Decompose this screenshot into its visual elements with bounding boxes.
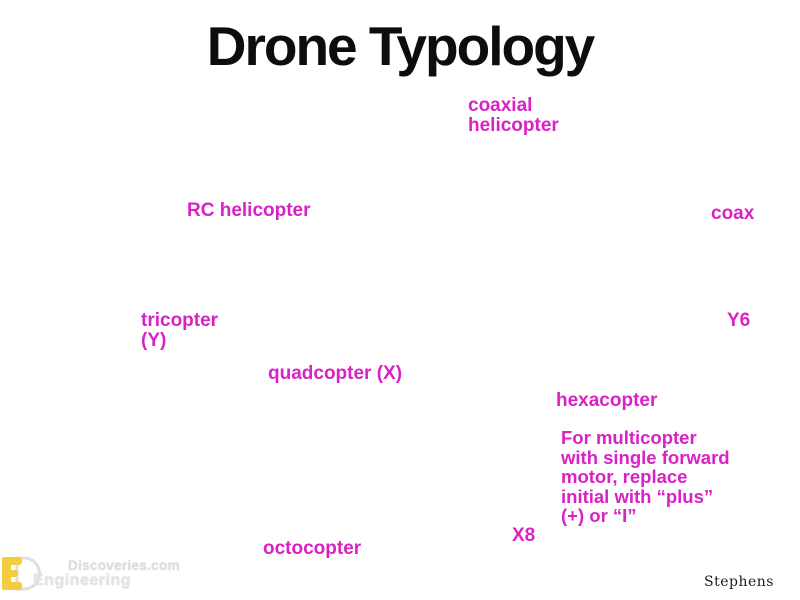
note-line: (+) or “I”	[561, 505, 637, 526]
page-title: Drone Typology	[206, 15, 596, 77]
watermark-logo-icon	[2, 556, 41, 591]
label-y6: Y6	[727, 310, 751, 331]
label-coaxial-helicopter: coaxial helicopter	[468, 95, 559, 136]
watermark: Discoveries.com Engineering	[0, 552, 200, 600]
watermark-brand: Discoveries.com	[68, 558, 180, 573]
label-hexacopter: hexacopter	[556, 390, 658, 411]
note-line: with single forward	[561, 446, 730, 468]
note-text: For multicopter with single forward moto…	[561, 428, 730, 526]
label-coax: coax	[711, 203, 755, 224]
note-line: For multicopter	[561, 427, 697, 448]
label-x8: X8	[512, 525, 536, 546]
note-line: motor, replace	[561, 466, 688, 487]
note-line: initial with “plus”	[561, 485, 714, 507]
label-quadcopter: quadcopter (X)	[268, 363, 403, 384]
label-rc-helicopter: RC helicopter	[187, 200, 311, 221]
label-tricopter: tricopter (Y)	[141, 310, 219, 351]
label-octocopter: octocopter	[263, 538, 362, 559]
watermark-department: Engineering	[33, 572, 131, 589]
signature-text: Stephens	[704, 574, 774, 590]
